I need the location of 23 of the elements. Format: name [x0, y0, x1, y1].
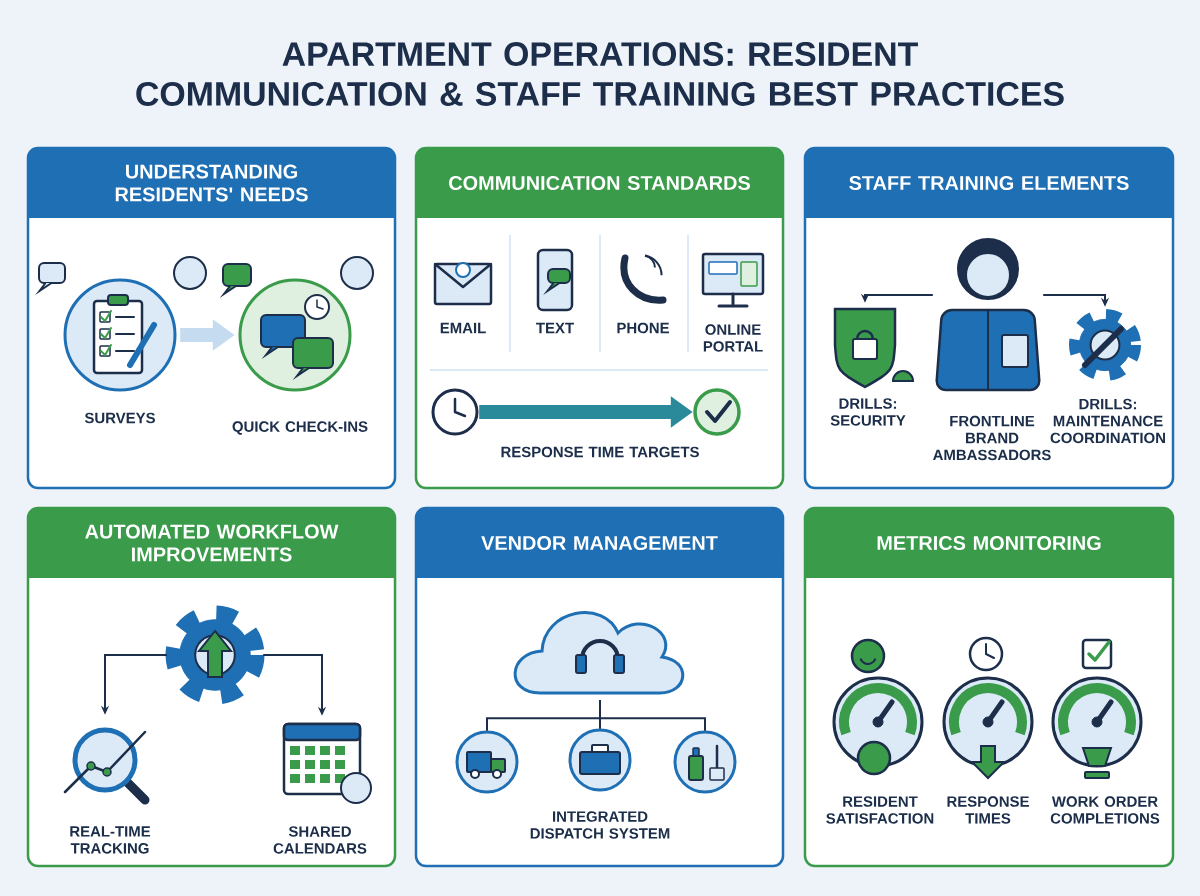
cleaning-icon — [673, 730, 737, 794]
item-label: QUICK CHECK-INS — [232, 421, 368, 435]
title: APARTMENT OPERATIONS: RESIDENT COMMUNICATION & STAFF TRAINING BEST PRACTICES — [136, 42, 1064, 106]
cloud-headset-icon — [513, 611, 685, 695]
item-label: TEXT — [536, 322, 574, 334]
caption-text: INTEGRATED DISPATCH SYSTEM — [530, 811, 670, 839]
caption-text: RESPONSE TIME TARGETS — [501, 446, 699, 458]
item-label: SHARED CALENDARS — [273, 826, 367, 854]
item-label: DRILLS: MAINTENANCE COORDINATION — [1050, 398, 1165, 444]
item-label: WORK ORDER COMPLETIONS — [1050, 796, 1160, 824]
truck-icon — [455, 730, 519, 794]
item-label: PHONE — [617, 322, 669, 334]
item-label: ONLINE PORTAL — [703, 324, 763, 352]
item-label: SURVEYS — [84, 412, 155, 424]
item-label: RESPONSE TIMES — [947, 796, 1029, 824]
gear-icon — [165, 605, 265, 705]
item-label: RESIDENT SATISFACTION — [826, 796, 934, 824]
clock-icon — [431, 388, 479, 436]
item-label: FRONTLINE BRAND AMBASSADORS — [933, 415, 1051, 461]
item-label: DRILLS: SECURITY — [830, 398, 906, 426]
item-label: REAL-TIME TRACKING — [70, 826, 151, 854]
toolbox-icon — [568, 728, 632, 792]
item-label: EMAIL — [440, 322, 486, 334]
